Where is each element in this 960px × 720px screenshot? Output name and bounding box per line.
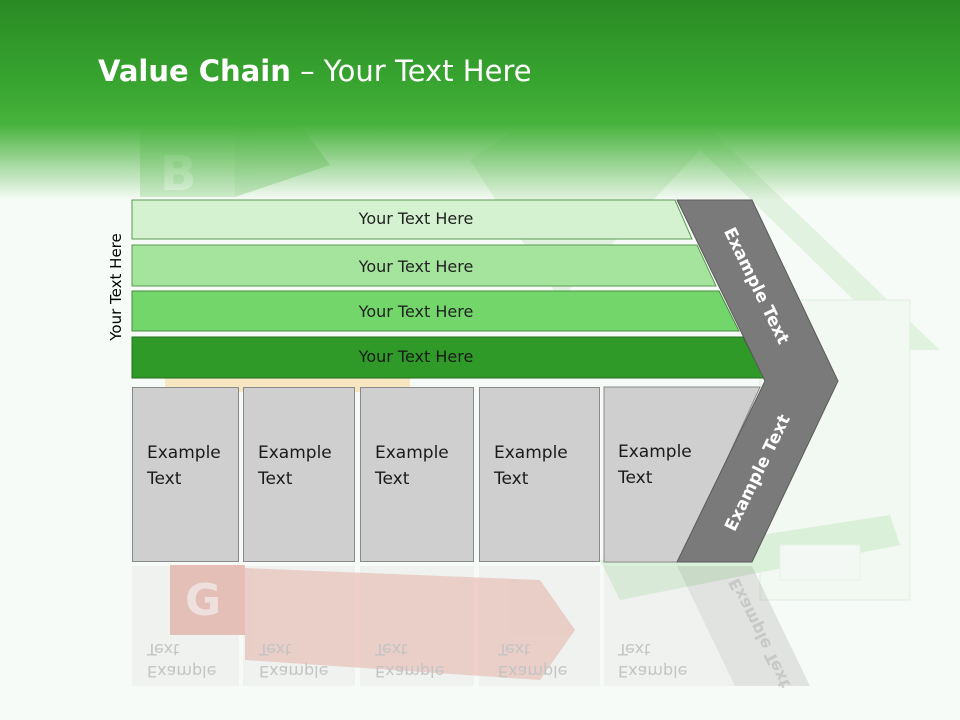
support-row-3-text: Your Text Here — [358, 302, 474, 321]
house-steps-shape — [779, 544, 861, 581]
support-row-2 — [131, 244, 717, 287]
title-rest: – Your Text Here — [290, 54, 532, 88]
reflection-box-1 — [132, 566, 239, 686]
block-g-shape — [170, 565, 245, 635]
support-row-1 — [131, 199, 693, 240]
support-row-4-text: Your Text Here — [358, 347, 474, 366]
slide-title: Value Chain – Your Text Here — [98, 54, 532, 88]
reflection-chevron — [677, 566, 810, 686]
support-row-3 — [131, 290, 740, 332]
letter-g-text: G — [185, 575, 221, 626]
reflection-box-2 — [243, 566, 355, 686]
block-red-arrow-shape — [245, 568, 575, 680]
title-bold: Value Chain — [98, 54, 291, 88]
reflection-box-4 — [479, 566, 600, 686]
reflection-box-5 — [604, 566, 740, 686]
header-band — [0, 0, 960, 200]
support-row-2-text: Your Text Here — [358, 257, 474, 276]
reflection-box-3 — [360, 566, 474, 686]
margin-chevron — [676, 199, 839, 563]
support-row-1-text: Your Text Here — [358, 209, 474, 228]
